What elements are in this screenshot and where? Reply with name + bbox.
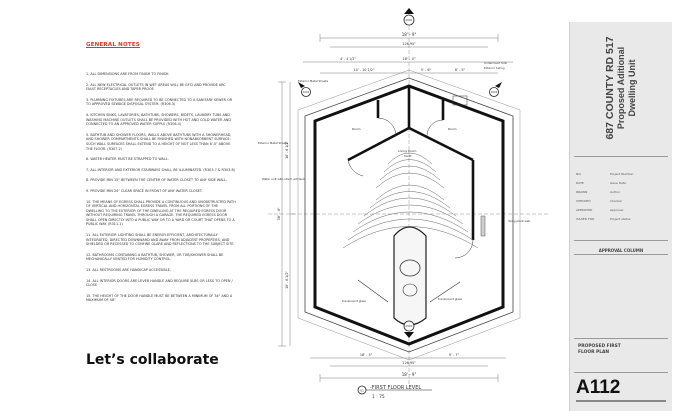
note-item: 14. ALL INTERIOR DOORS ARE LEVER HANDLE …: [86, 278, 233, 288]
label-room-1: Room: [352, 127, 361, 131]
sheet-name-line-2: FLOOR PLAN: [578, 349, 610, 355]
label-water-heater: Water unit with storm ext tank: [262, 177, 305, 181]
notes-list: 1. ALL DIMENSIONS ARE FROM FINISH TO FIN…: [86, 72, 236, 303]
titleblock-row: DATE Issue Date: [576, 181, 668, 187]
sheet-bar: [576, 400, 666, 402]
titleblock-row-key: NO.: [576, 172, 582, 176]
note-item: 1. ALL DIMENSIONS ARE FROM FINISH TO FIN…: [86, 72, 169, 76]
divider: [574, 338, 668, 339]
view-ref-side-b: A502: [491, 90, 498, 94]
section-marker-side-b: [489, 82, 502, 97]
approval-column-title: APPROVAL COLUMN: [598, 248, 644, 253]
note-item: 9. PROVIDE MIN 24" CLEAR SPACE IN FRONT …: [86, 188, 203, 193]
note-item: 3. PLUMBING FIXTURES ARE REQUIRED TO BE …: [86, 97, 233, 107]
sheet-number: A112: [576, 377, 621, 398]
titleblock-row-value: Checker: [610, 199, 623, 203]
project-title: 687 COUNTY RD 517 Proposed Aditional Dwe…: [570, 22, 672, 154]
divider: [574, 156, 668, 157]
titleblock-row-value: Project status: [610, 217, 631, 221]
note-item: 15. THE HEIGHT OF THE DOOR HANDLE MUST B…: [86, 293, 233, 303]
note-item: 4. KITCHEN SINKS, LAVATORIES, BATHTUBS, …: [86, 112, 231, 127]
titleblock-row: CHECKED Checker: [576, 199, 668, 205]
section-marker-bottom: [403, 320, 415, 338]
note-item: 11. ALL EXTERIOR LIGHTING SHALL BE ENERG…: [86, 233, 235, 247]
label-exterior-siding: Exterior Siding: [484, 66, 505, 70]
titleblock-row: DRAWN Author: [576, 190, 668, 196]
note-item: 13. ALL RESTROOMS ARE HANDICAP ACCESSIBL…: [86, 268, 171, 273]
general-notes: GENERAL NOTES 1. ALL DIMENSIONS ARE FROM…: [86, 42, 236, 309]
view-ref-side-a: A502: [303, 90, 310, 94]
label-undercount-sink: Undercount Sink: [484, 61, 508, 65]
titleblock-row-key: CHECKED: [576, 199, 591, 203]
sheet-name-line-1: PROPOSED FIRST: [578, 344, 621, 349]
titleblock-row: ISSUED FOR Project status: [576, 217, 668, 223]
view-marker: [357, 385, 432, 395]
dim-top-seg-d: 4' - 4 1/2": [340, 57, 356, 61]
floor-plan: A501 A501 A502 A502 18' - 9" 126.95" 18'…: [258, 8, 548, 400]
label-living: Living Room: [398, 149, 416, 153]
dim-left-b: 18' - 6 1/2": [285, 271, 289, 289]
label-exterior-metal-sheets: Exterior Metal Sheets: [298, 79, 329, 83]
dim-bottom-seg-a: 18' - 5": [360, 353, 373, 357]
label-living-sub: Vault: [404, 154, 412, 158]
note-item: 7. ALL INTERIOR AND EXTERIOR STAIRWAYS S…: [86, 167, 235, 172]
dim-top-seg-b: 5' - 6": [421, 68, 432, 72]
view-number: 01: [360, 388, 364, 392]
view-ref-top: A501: [405, 18, 412, 22]
dim-top-sub-1: 126.95": [402, 42, 416, 46]
divider: [574, 254, 668, 255]
divider: [574, 372, 668, 373]
titleblock-row-key: ISSUED FOR: [576, 217, 595, 221]
note-item: 5. BATHTUB AND SHOWER FLOORS, WALLS ABOV…: [86, 132, 232, 151]
note-item: 6. WATER HEATER MUST BE STRAPPED TO WALL…: [86, 157, 169, 162]
titleblock-row-key: DRAWN: [576, 190, 588, 194]
view-title: -FIRST FLOOR LEVEL: [370, 385, 421, 391]
divider: [574, 240, 668, 241]
view-ref-bottom: A501: [405, 324, 412, 328]
project-name-1: Proposed Aditional: [616, 46, 626, 130]
titleblock-row-value: Author: [610, 190, 621, 194]
titleblock-row-key: DATE: [576, 181, 584, 185]
note-item: 8. PROVIDE MIN 15" BETWEEN THE CENTER OF…: [86, 178, 228, 183]
titleblock-row-value: Issue Date: [610, 181, 626, 185]
dim-top-sub-2: 18' - 0": [402, 57, 415, 61]
view-scale: 1 : 75: [372, 394, 385, 400]
sheet-name: PROPOSED FIRST FLOOR PLAN: [578, 344, 621, 355]
label-translucent-glass-2: translucent glass: [438, 297, 462, 301]
titleblock-row-value: Project Number: [610, 172, 634, 176]
label-translucent-glass-1: translucent glass: [342, 299, 366, 303]
note-item: 2. ALL NEW ELECTRICAL OUTLETS IN WET ARE…: [86, 82, 226, 92]
dim-top-seg-c: 8' - 5": [455, 68, 466, 72]
titleblock-row: NO. Project Number: [576, 172, 668, 178]
label-living-plant-wall: living plant wall: [508, 219, 530, 223]
notes-title: GENERAL NOTES: [86, 42, 140, 48]
note-item: 10. THE MEANS OF EGRESS SHALL PROVIDE A …: [86, 199, 236, 227]
dim-left-a: 16' - 6 1/2": [285, 141, 289, 159]
section-marker-side-a: [298, 82, 311, 97]
titleblock-row: APPROVED Approver: [576, 208, 668, 214]
dim-bottom-total: 18' - 9": [402, 372, 417, 377]
label-room-2: Room: [448, 127, 457, 131]
label-exterior-metal-sheets-2: Exterior Metal Sheets: [258, 141, 289, 145]
titleblock-row-value: Approver: [610, 208, 624, 212]
titleblock-row-key: APPROVED: [576, 208, 593, 212]
dim-left-total: 36' - 4": [277, 207, 281, 220]
section-marker-top: [403, 8, 415, 26]
project-address: 687 COUNTY RD 517: [604, 36, 616, 140]
note-item: 12. BATHROOMS CONTAINING A BATHTUB, SHOW…: [86, 252, 224, 262]
dim-top-total: 18' - 9": [402, 32, 417, 37]
dim-top-seg-a: 14' - 10 1/2": [353, 68, 374, 72]
title-block: 687 COUNTY RD 517 Proposed Aditional Dwe…: [569, 22, 672, 411]
collaborate-caption: Let’s collaborate: [86, 352, 219, 368]
dim-bottom-seg-b: 9' - 7": [449, 353, 460, 357]
project-name-2: Dwelling Unit: [627, 59, 637, 117]
dim-bottom-sub: 126.95": [402, 361, 416, 365]
